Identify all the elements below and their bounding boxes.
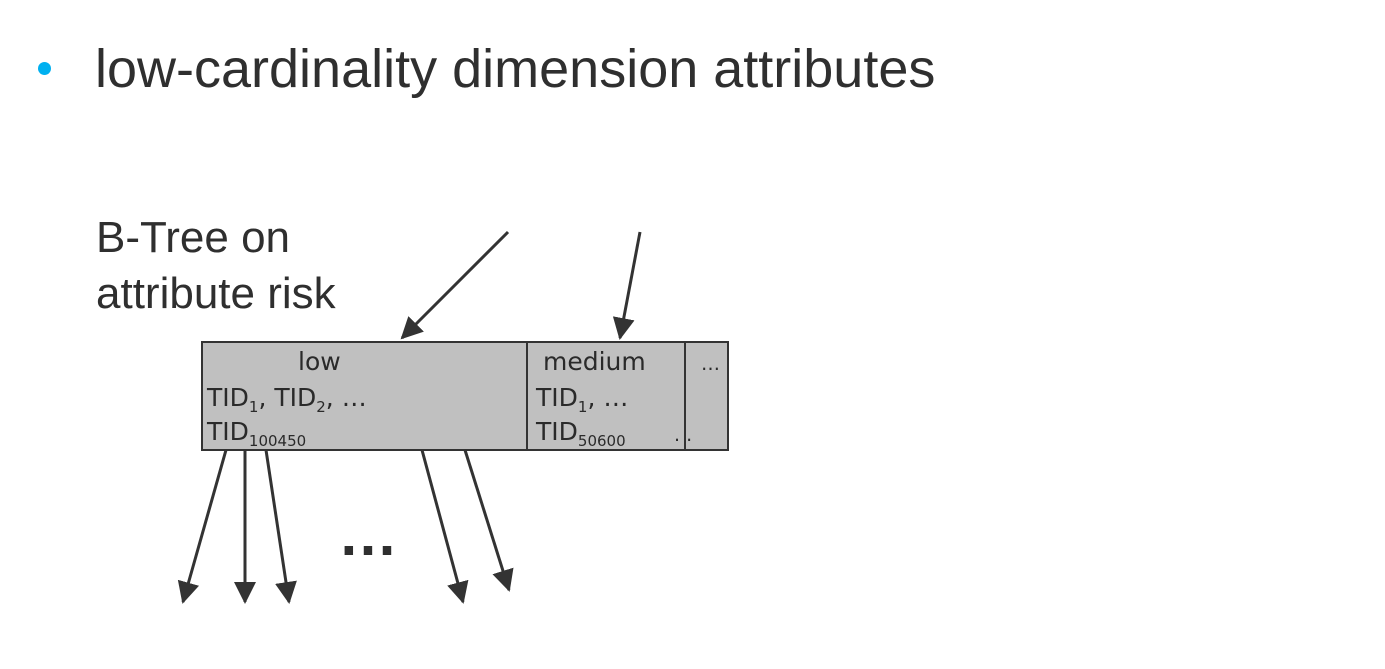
tid-prefix: TID [207,383,249,412]
node-medium-tid-list: TID1, … [536,383,629,416]
arrow-into-medium [612,231,642,340]
arrow-out-4 [420,449,469,604]
tid-tail: , … [587,383,629,412]
node-box-medium [526,341,686,451]
tid-sub-1: 1 [577,398,588,416]
tid-sub-last: 100450 [248,432,307,450]
node-low-label: low [298,347,341,376]
node-medium-tid-last: TID50600 [536,417,626,450]
caption-line-2: attribute risk [96,269,336,318]
tid-prefix: TID [536,383,578,412]
pointer-ellipsis: … [338,501,400,568]
node-medium-label: medium [543,347,646,376]
node-more-label: … [701,353,720,375]
tid-tail: , … [325,383,367,412]
arrow-out-3 [264,449,297,604]
tid-sub-2: 2 [316,398,326,416]
bullet-icon [38,62,51,75]
caption-line-1: B-Tree on [96,213,291,262]
btree-caption: B-Tree on attribute risk [96,210,336,322]
node-medium-trailing-dots: . . [674,424,693,446]
tid-sub-1: 1 [248,398,259,416]
node-box-more [684,341,729,451]
slide-heading: low-cardinality dimension attributes [95,39,936,99]
node-low-tid-last: TID100450 [207,417,307,450]
node-low-tid-list: TID1, TID2, … [207,383,367,416]
arrow-out-5 [463,449,514,592]
tid-sep: , TID [258,383,317,412]
arrow-out-1 [177,449,228,604]
tid-sub-last: 50600 [577,432,626,450]
node-box-low [201,341,528,451]
arrow-into-low [400,230,510,340]
tid-prefix: TID [207,417,249,446]
tid-prefix: TID [536,417,578,446]
